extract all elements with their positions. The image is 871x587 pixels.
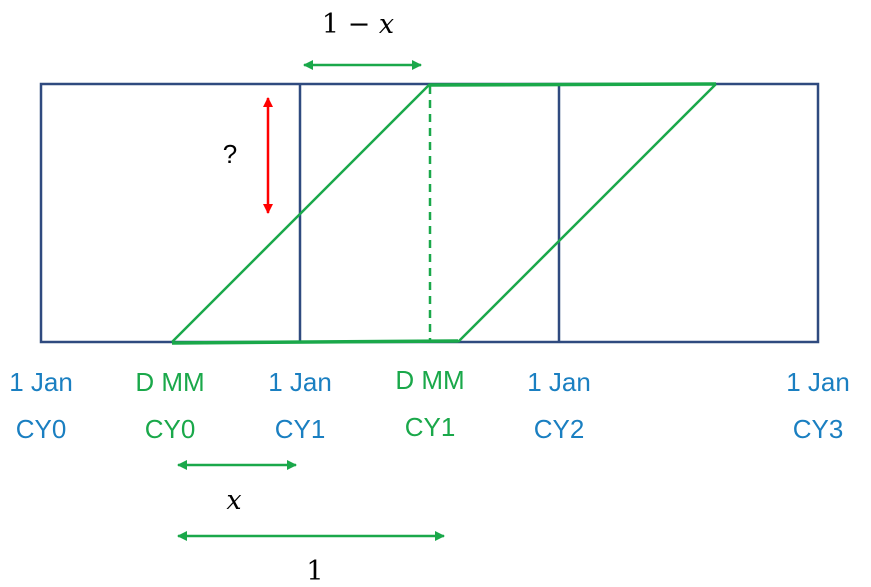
axis-label-1jan-cy3-line2: CY3 [793, 414, 844, 444]
cohort-left-diagonal [171, 83, 431, 343]
axis-label-1jan-cy1-line2: CY1 [275, 414, 326, 444]
axis-label-1jan-cy1-line1: 1 Jan [268, 367, 332, 397]
cohort-top-edge [429, 82, 717, 87]
axis-label-1jan-cy0-line2: CY0 [16, 414, 67, 444]
axis-label-dmm-cy0-line2: CY0 [145, 414, 196, 444]
cohort-right-diagonal [457, 83, 717, 343]
axis-label-1jan-cy3-line1: 1 Jan [786, 367, 850, 397]
axis-label-1jan-cy0-line1: 1 Jan [9, 367, 73, 397]
axis-labels: 1 Jan CY0 D MM CY0 1 Jan CY1 D MM CY1 1 … [9, 365, 850, 444]
cohort-bottom-edge [171, 339, 459, 345]
axis-label-1jan-cy2-line1: 1 Jan [527, 367, 591, 397]
axis-label-1jan-cy2-line2: CY2 [534, 414, 585, 444]
axis-label-dmm-cy1-line1: D MM [395, 365, 464, 395]
top-interval-label: 1 − x [322, 9, 394, 40]
lower-interval-x-label: x [226, 485, 241, 516]
axis-label-dmm-cy0-line1: D MM [135, 367, 204, 397]
question-mark-label: ? [223, 139, 237, 169]
lower-interval-one-label: 1 [306, 556, 323, 587]
axis-label-dmm-cy1-line2: CY1 [405, 412, 456, 442]
